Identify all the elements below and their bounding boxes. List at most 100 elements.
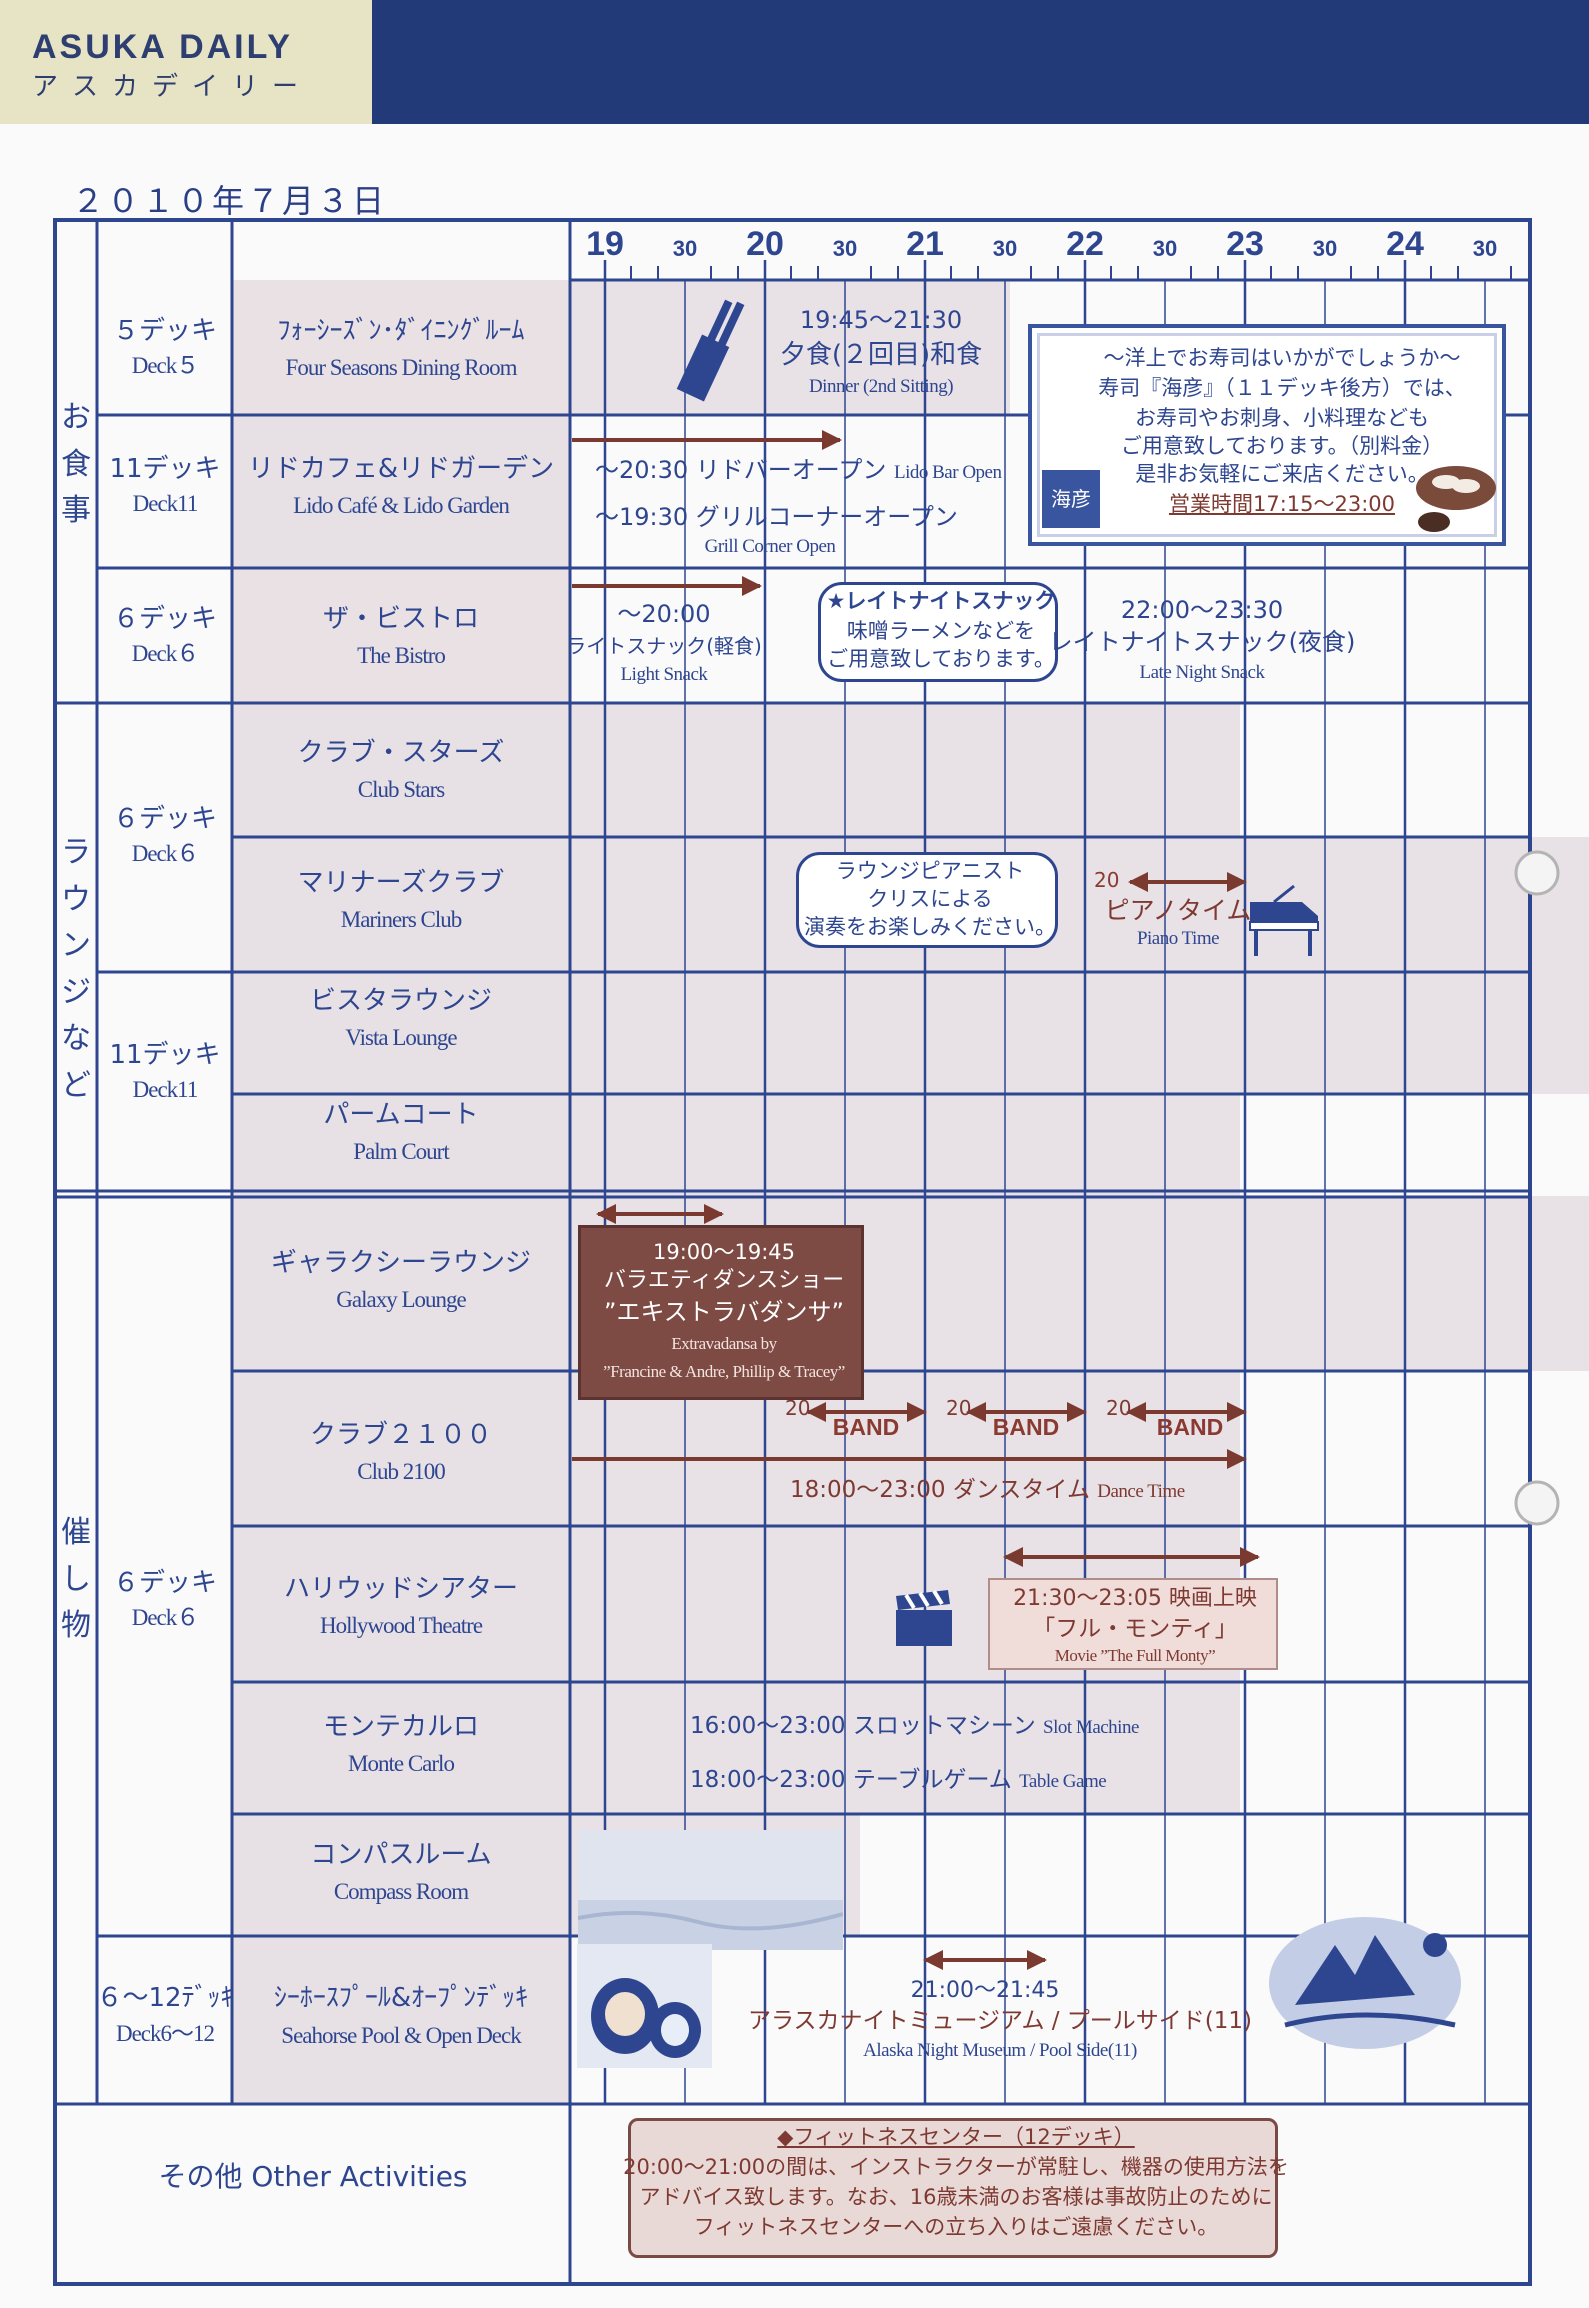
light-snack-en: Light Snack	[620, 664, 708, 685]
lido-bar: 〜20:30 リドバーオープン Lido Bar Open	[595, 456, 1002, 484]
hour-23: 23	[1226, 225, 1264, 263]
light-snack-time: 〜20:00	[617, 600, 711, 628]
deck-label-en: Deck11	[132, 491, 199, 516]
fitness-center-box: ◆フィットネスセンター（12デッキ） 20:00〜21:00の間は、インストラク…	[623, 2118, 1289, 2258]
hour-20: 20	[746, 225, 784, 263]
deck-label-en: Deck５	[131, 353, 200, 378]
late-snack-en: Late Night Snack	[1139, 662, 1265, 683]
header-band	[372, 0, 1589, 124]
grill-corner-en: Grill Corner Open	[704, 536, 836, 557]
dinner-title-en: Dinner (2nd Sitting)	[808, 376, 954, 397]
clapperboard-icon	[896, 1590, 952, 1646]
piano-start-label: 20	[1094, 868, 1120, 892]
venue-club-stars-en: Club Stars	[357, 777, 445, 802]
venue-bistro: ザ・ビストロ	[322, 604, 480, 634]
deck-label-en: Deck６	[131, 841, 200, 866]
variety-show-box: 19:00〜19:45 バラエティダンスショー ”エキストラバダンサ” Extr…	[578, 1225, 864, 1400]
deck-label: ５デッキ	[112, 316, 218, 346]
alaska-time: 21:00〜21:45	[910, 1978, 1060, 2003]
venue-palm: パームコート	[323, 1100, 479, 1130]
deck-label-en: Deck６	[131, 641, 200, 666]
venue-vista: ビスタラウンジ	[309, 986, 493, 1016]
band-1-start: 20	[785, 1396, 811, 1420]
deck-label-en: Deck6〜12	[115, 2021, 215, 2046]
brand-kana: アスカデイリー	[32, 72, 313, 102]
piano-icon	[1249, 884, 1319, 956]
hour-22: 22	[1066, 225, 1104, 263]
late-snack-title: レイトナイトスナック(夜食)	[1048, 628, 1356, 656]
venue-bistro-en: The Bistro	[357, 643, 446, 668]
section-lounge: ラウンジなど	[61, 835, 91, 1103]
half-2430: 30	[1472, 236, 1498, 261]
half-2130: 30	[992, 236, 1018, 261]
alaska-glacier-illustration	[1269, 1917, 1461, 2049]
venue-four-seasons-en: Four Seasons Dining Room	[285, 355, 518, 380]
venue-lido-en: Lido Café & Lido Garden	[293, 493, 510, 518]
sushi-promo-box: 〜洋上でお寿司はいかがでしょうか〜 寿司『海彦』（１１デッキ後方）では、 お寿司…	[1028, 324, 1506, 546]
dance-time: 18:00〜23:00 ダンスタイム Dance Time	[790, 1477, 1185, 1503]
binder-hole-bottom	[1514, 1480, 1560, 1526]
binder-hole-top	[1514, 850, 1560, 896]
piano-time-en: Piano Time	[1136, 928, 1220, 949]
venue-seahorse-en: Seahorse Pool & Open Deck	[281, 2023, 521, 2048]
dinner-title: 夕食(２回目)和食	[779, 340, 983, 370]
venue-seahorse: ｼｰﾎｰｽﾌﾟｰﾙ&ｵｰﾌﾟﾝﾃﾞｯｷ	[273, 1983, 529, 2013]
deck-label: 11デッキ	[109, 1040, 221, 1070]
band-3: BAND	[1156, 1414, 1224, 1440]
venue-monte-en: Monte Carlo	[348, 1751, 455, 1776]
brand-title: ASUKA DAILY	[32, 28, 293, 66]
half-2330: 30	[1312, 236, 1338, 261]
venue-vista-en: Vista Lounge	[345, 1025, 457, 1050]
grill-corner: 〜19:30 グリルコーナーオープン	[595, 503, 958, 531]
other-activities-label: その他 Other Activities	[158, 2160, 468, 2193]
half-2230: 30	[1152, 236, 1178, 261]
hour-19: 19	[586, 225, 624, 263]
movie-box: 21:30〜23:05 映画上映 「フル・モンティ」 Movie ”The Fu…	[988, 1578, 1278, 1670]
venue-four-seasons: ﾌｫｰｼｰｽﾞﾝ･ﾀﾞｲﾆﾝｸﾞﾙｰﾑ	[277, 316, 525, 346]
venue-mariners: マリナーズクラブ	[297, 868, 505, 898]
deck-label-en: Deck11	[132, 1077, 199, 1102]
venue-compass-en: Compass Room	[333, 1879, 469, 1904]
venue-galaxy: ギャラクシーラウンジ	[270, 1248, 532, 1278]
venue-mariners-en: Mariners Club	[340, 907, 463, 932]
pianist-note-bubble: ラウンジピアニスト クリスによる 演奏をお楽しみください。	[796, 852, 1058, 948]
venue-club2100-en: Club 2100	[357, 1459, 445, 1484]
deck-label: 11デッキ	[109, 454, 221, 484]
deck-label: ６デッキ	[112, 604, 218, 634]
band-1: BAND	[832, 1414, 900, 1440]
deck-label-en: Deck６	[131, 1605, 200, 1630]
venue-club2100: クラブ２１００	[309, 1420, 493, 1450]
piano-time-title: ピアノタイム	[1104, 896, 1252, 925]
band-2-start: 20	[946, 1396, 972, 1420]
alaska-title: アラスカナイトミュージアム / プールサイド(11)	[747, 2008, 1253, 2034]
header-brand-panel	[0, 0, 372, 124]
hour-21: 21	[906, 225, 944, 263]
slot-machine: 16:00〜23:00 スロットマシーン Slot Machine	[690, 1713, 1139, 1739]
venue-hollywood: ハリウッドシアター	[283, 1574, 519, 1604]
chopsticks-icon	[676, 299, 745, 402]
section-entertainment: 催し物	[61, 1515, 91, 1643]
venue-hollywood-en: Hollywood Theatre	[319, 1613, 483, 1638]
deck-label: ６デッキ	[112, 804, 218, 834]
alaska-title-en: Alaska Night Museum / Pool Side(11)	[863, 2040, 1137, 2061]
page-date: ２０１０年７月３日	[72, 182, 388, 220]
venue-club-stars: クラブ・スターズ	[297, 738, 505, 768]
table-game: 18:00〜23:00 テーブルゲーム Table Game	[690, 1767, 1107, 1793]
half-1930: 30	[672, 236, 698, 261]
dinner-time: 19:45〜21:30	[799, 306, 963, 334]
umihiko-logo: 海彦	[1042, 470, 1100, 528]
venue-compass: コンパスルーム	[310, 1840, 492, 1870]
hour-24: 24	[1386, 225, 1424, 263]
deck-label: ６〜12ﾃﾞｯｷ	[96, 1983, 234, 2013]
venue-galaxy-en: Galaxy Lounge	[336, 1287, 466, 1312]
half-2030: 30	[832, 236, 858, 261]
venue-monte: モンテカルロ	[322, 1712, 480, 1742]
band-2: BAND	[992, 1414, 1060, 1440]
band-3-start: 20	[1106, 1396, 1132, 1420]
sea-photo	[578, 1830, 843, 1950]
venue-palm-en: Palm Court	[353, 1139, 449, 1164]
section-dining: お食事	[61, 400, 91, 528]
light-snack-title: ライトスナック(軽食)	[566, 634, 762, 658]
